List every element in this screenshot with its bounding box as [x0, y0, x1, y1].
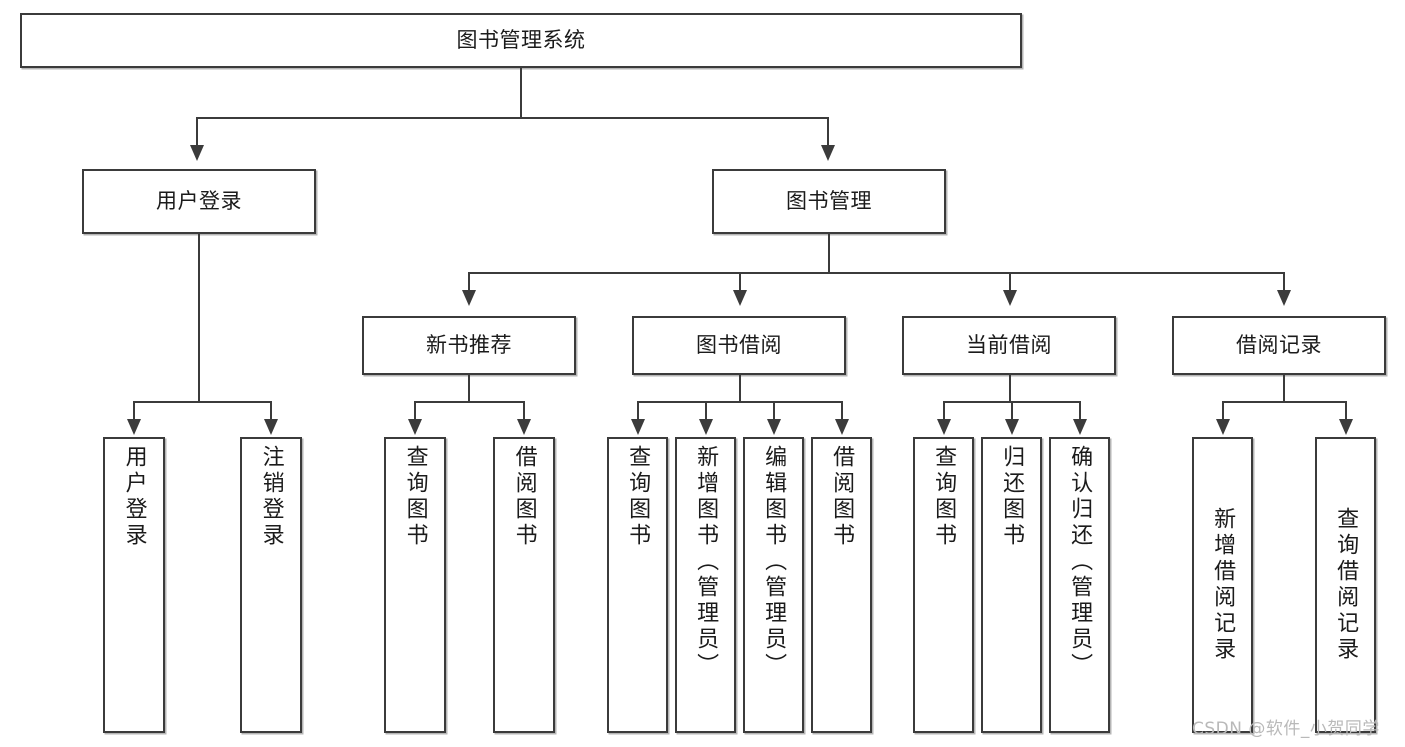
arrow-book-manage-to-borrow-record	[1277, 290, 1291, 306]
arrow-user-login-leaf-1	[127, 419, 141, 435]
csdn-watermark: CSDN @软件_小贺同学	[1192, 719, 1380, 739]
connector-user-login-drop-2	[270, 401, 272, 421]
connector-borrow-record-stem	[1283, 375, 1285, 402]
connector-nbr-drop-1	[414, 401, 416, 421]
arrow-br-leaf-1	[1216, 419, 1230, 435]
node-leaf-query-book-2[interactable]: 查询图书	[607, 437, 668, 733]
connector-root-bus	[196, 117, 828, 119]
node-leaf-return-book[interactable]: 归还图书	[981, 437, 1042, 733]
arrow-book-manage-to-new-book-recommend	[462, 290, 476, 306]
node-book-manage-label: 图书管理	[786, 189, 872, 214]
arrow-book-manage-to-book-borrow	[733, 290, 747, 306]
node-borrow-record-label: 借阅记录	[1236, 333, 1322, 358]
connector-br-drop-1	[1222, 401, 1224, 421]
connector-bb-drop-1	[637, 401, 639, 421]
connector-user-login-drop-1	[133, 401, 135, 421]
arrow-bb-leaf-2	[699, 419, 713, 435]
connector-bb-drop-4	[841, 401, 843, 421]
arrow-cb-leaf-1	[937, 419, 951, 435]
connector-root-to-user-login	[196, 117, 198, 147]
node-leaf-add-record[interactable]: 新增借阅记录	[1192, 437, 1253, 733]
arrow-root-to-book-manage	[821, 145, 835, 161]
connector-book-manage-drop-3	[1009, 272, 1011, 292]
arrow-bb-leaf-3	[767, 419, 781, 435]
node-leaf-edit-book[interactable]: 编辑图书（管理员）	[743, 437, 804, 733]
connector-borrow-record-bus	[1222, 401, 1346, 403]
node-new-book-recommend-label: 新书推荐	[426, 333, 512, 358]
node-leaf-query-book-3[interactable]: 查询图书	[913, 437, 974, 733]
node-root[interactable]: 图书管理系统	[20, 13, 1022, 68]
connector-root-stem	[520, 68, 522, 118]
connector-user-login-bus	[133, 401, 272, 403]
arrow-nbr-leaf-1	[408, 419, 422, 435]
connector-book-borrow-bus	[637, 401, 843, 403]
node-leaf-borrow-book-2[interactable]: 借阅图书	[811, 437, 872, 733]
arrow-book-manage-to-current-borrow	[1003, 290, 1017, 306]
node-leaf-query-record-label: 查询借阅记录	[1333, 507, 1359, 663]
node-leaf-borrow-book-1[interactable]: 借阅图书	[493, 437, 555, 733]
node-borrow-record[interactable]: 借阅记录	[1172, 316, 1386, 375]
arrow-bb-leaf-1	[631, 419, 645, 435]
connector-br-drop-2	[1345, 401, 1347, 421]
node-leaf-user-login-label: 用户登录	[121, 445, 147, 549]
node-leaf-return-book-label: 归还图书	[999, 445, 1025, 549]
connector-bb-drop-3	[773, 401, 775, 421]
connector-cb-drop-2	[1011, 401, 1013, 421]
node-leaf-borrow-book-2-label: 借阅图书	[829, 445, 855, 549]
connector-root-to-book-manage	[827, 117, 829, 147]
arrow-user-login-leaf-2	[264, 419, 278, 435]
node-user-login[interactable]: 用户登录	[82, 169, 316, 234]
node-leaf-user-logout[interactable]: 注销登录	[240, 437, 302, 733]
node-book-borrow[interactable]: 图书借阅	[632, 316, 846, 375]
connector-book-manage-stem	[828, 234, 830, 273]
connector-bb-drop-2	[705, 401, 707, 421]
node-root-label: 图书管理系统	[456, 28, 586, 53]
arrow-cb-leaf-2	[1005, 419, 1019, 435]
node-current-borrow-label: 当前借阅	[966, 333, 1052, 358]
node-leaf-borrow-book-1-label: 借阅图书	[511, 445, 537, 549]
connector-current-borrow-stem	[1009, 375, 1011, 402]
node-leaf-query-book-2-label: 查询图书	[625, 445, 651, 549]
node-leaf-query-book-1-label: 查询图书	[402, 445, 428, 549]
node-leaf-user-logout-label: 注销登录	[258, 445, 284, 549]
connector-cb-drop-3	[1079, 401, 1081, 421]
node-leaf-add-book-label: 新增图书（管理员）	[693, 445, 719, 679]
connector-nbr-drop-2	[523, 401, 525, 421]
node-user-login-label: 用户登录	[156, 189, 242, 214]
node-leaf-add-book[interactable]: 新增图书（管理员）	[675, 437, 736, 733]
arrow-br-leaf-2	[1339, 419, 1353, 435]
node-leaf-confirm-return[interactable]: 确认归还（管理员）	[1049, 437, 1110, 733]
connector-book-manage-drop-4	[1283, 272, 1285, 292]
node-leaf-query-record[interactable]: 查询借阅记录	[1315, 437, 1376, 733]
arrow-cb-leaf-3	[1073, 419, 1087, 435]
node-leaf-edit-book-label: 编辑图书（管理员）	[761, 445, 787, 679]
connector-user-login-stem	[198, 234, 200, 402]
arrow-root-to-user-login	[190, 145, 204, 161]
connector-book-manage-bus	[468, 272, 1284, 274]
node-current-borrow[interactable]: 当前借阅	[902, 316, 1116, 375]
connector-book-borrow-stem	[739, 375, 741, 402]
connector-cb-drop-1	[943, 401, 945, 421]
connector-new-book-recommend-bus	[414, 401, 524, 403]
node-book-borrow-label: 图书借阅	[696, 333, 782, 358]
arrow-bb-leaf-4	[835, 419, 849, 435]
connector-new-book-recommend-stem	[468, 375, 470, 402]
connector-book-manage-drop-1	[468, 272, 470, 292]
node-leaf-confirm-return-label: 确认归还（管理员）	[1067, 445, 1093, 679]
arrow-nbr-leaf-2	[517, 419, 531, 435]
node-leaf-query-book-3-label: 查询图书	[931, 445, 957, 549]
node-leaf-query-book-1[interactable]: 查询图书	[384, 437, 446, 733]
node-book-manage[interactable]: 图书管理	[712, 169, 946, 234]
node-leaf-user-login[interactable]: 用户登录	[103, 437, 165, 733]
connector-book-manage-drop-2	[739, 272, 741, 292]
node-new-book-recommend[interactable]: 新书推荐	[362, 316, 576, 375]
node-leaf-add-record-label: 新增借阅记录	[1210, 507, 1236, 663]
